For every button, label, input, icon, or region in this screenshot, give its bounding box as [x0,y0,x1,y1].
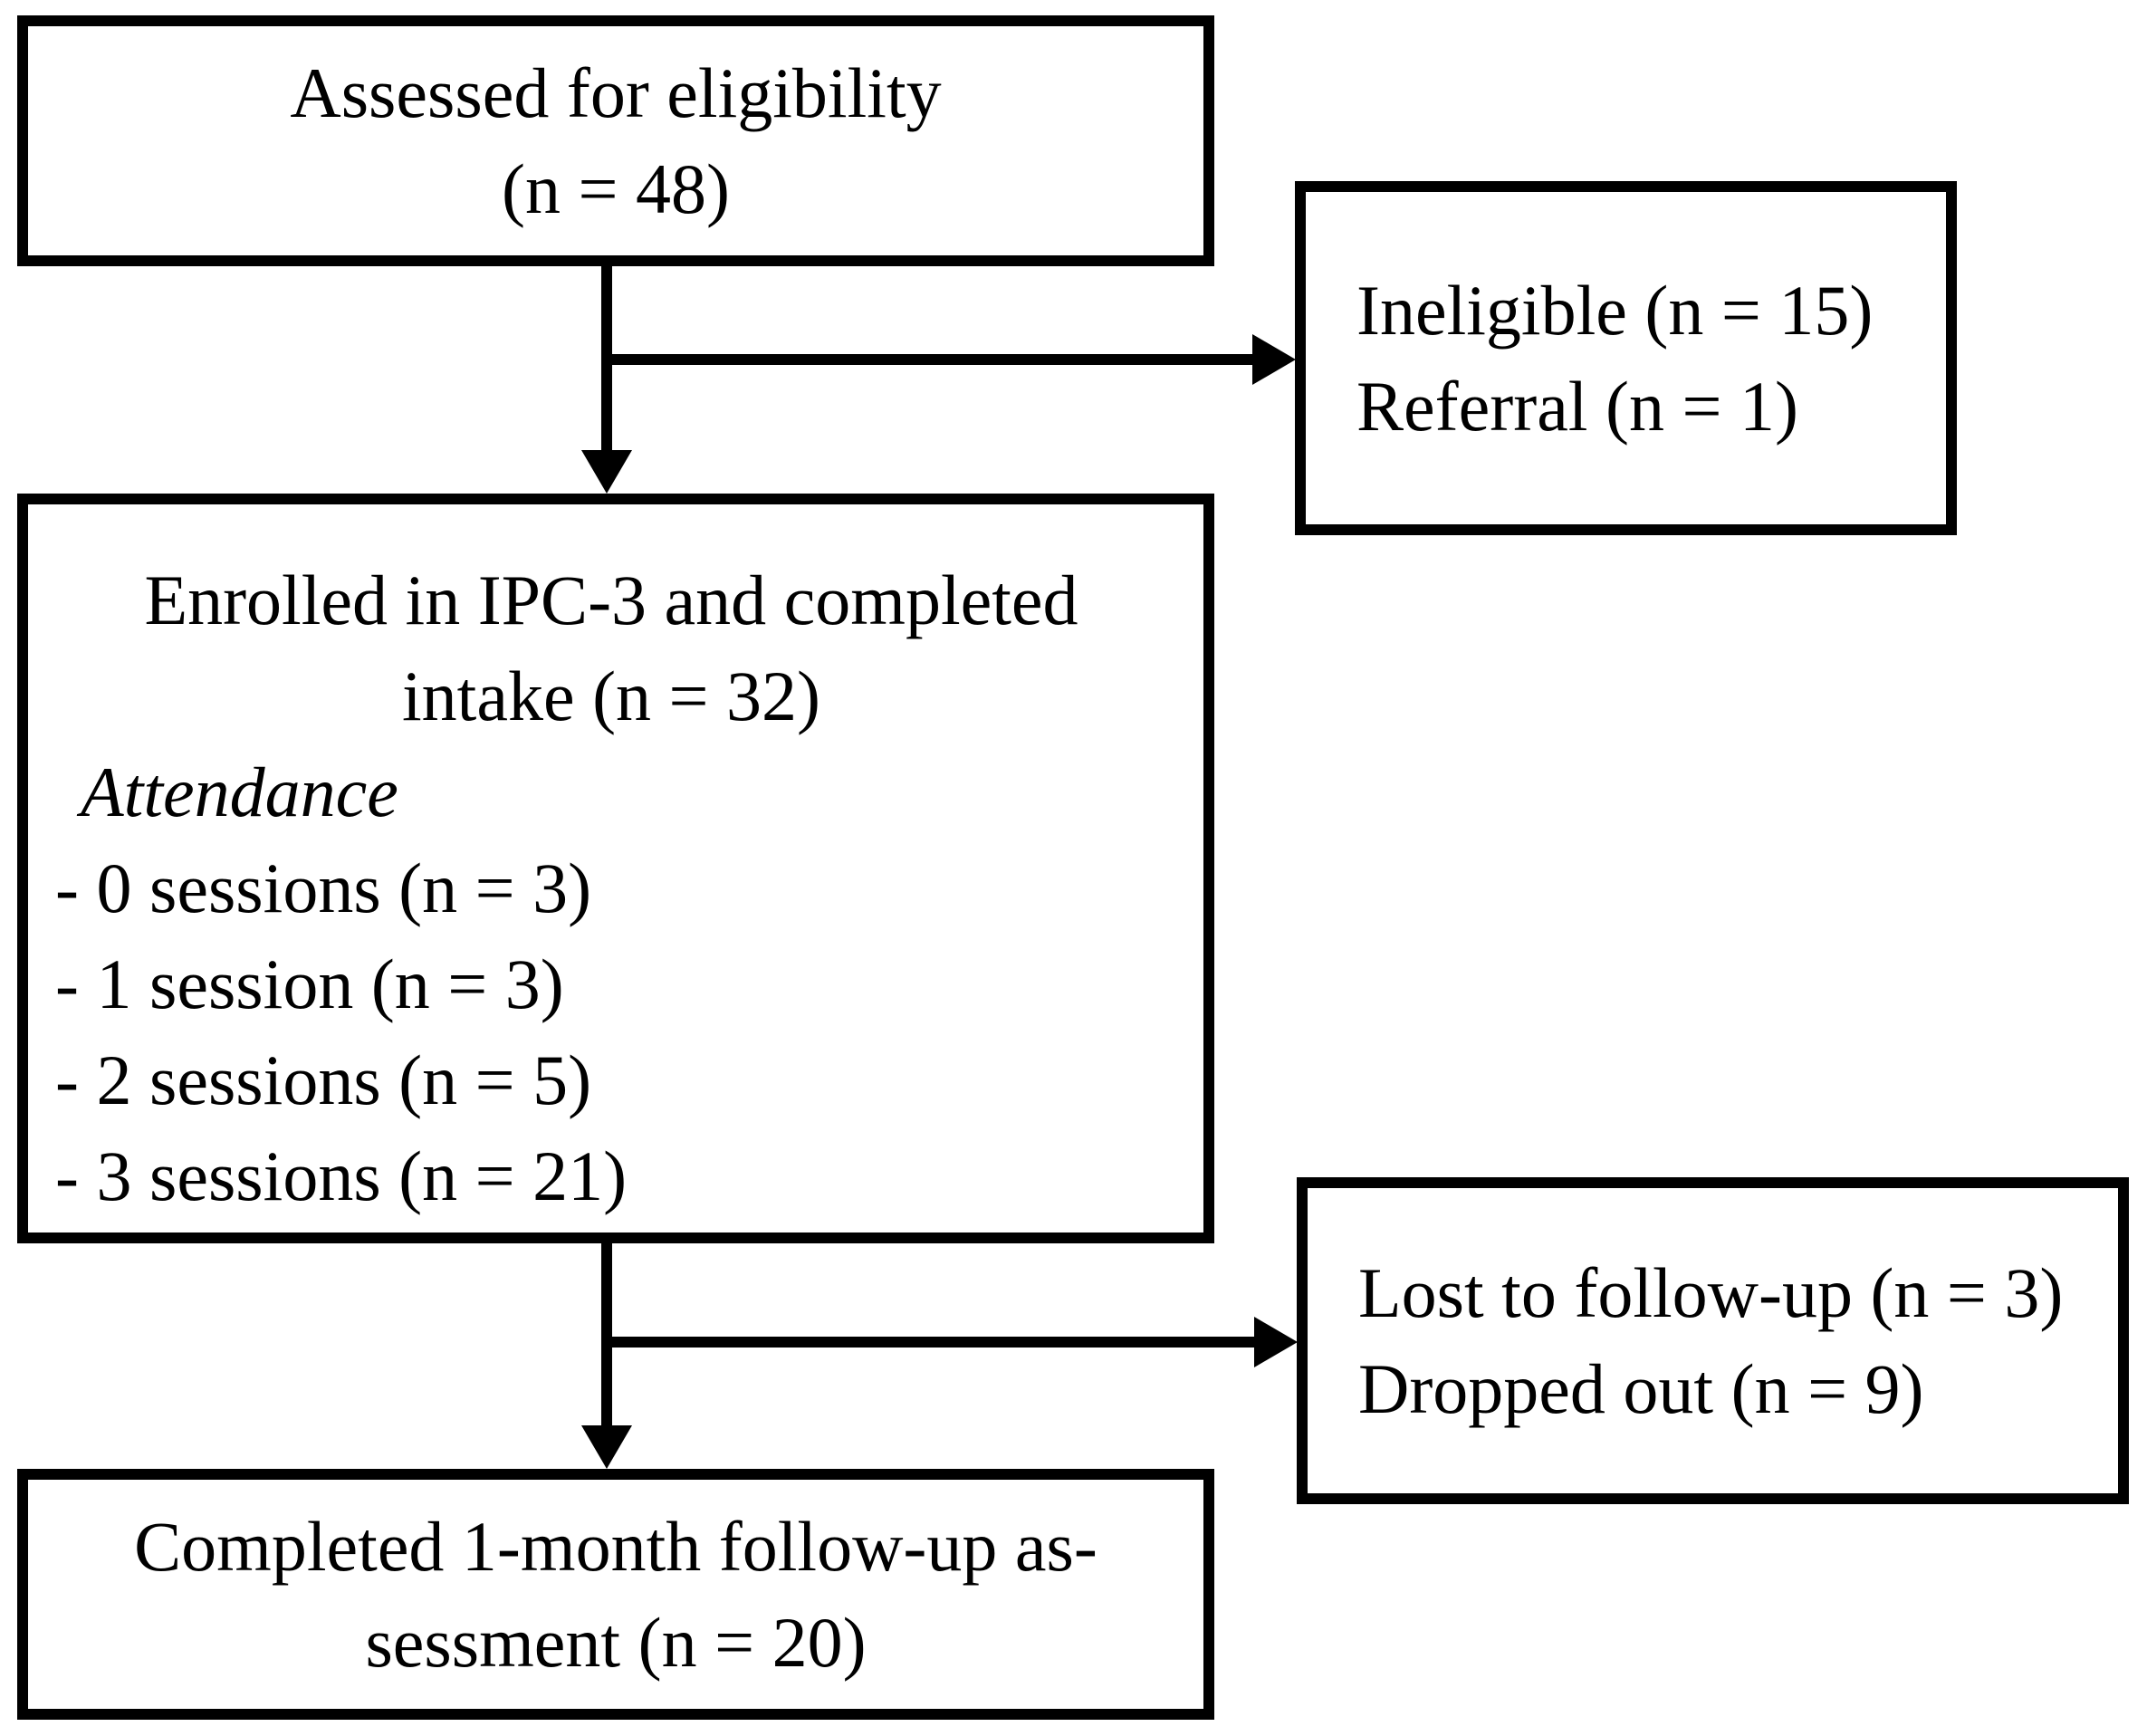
assessed-line-1: Assessed for eligibility [290,53,942,132]
lost-line: Lost to follow-up (n = 3) [1358,1252,2064,1332]
attendance-item-2-sessions: - 2 sessions (n = 5) [55,1041,592,1119]
box-assessed-eligibility: Assessed for eligibility (n = 48) [17,15,1214,266]
attendance-heading: Attendance [81,753,398,831]
attendance-item-0-sessions: - 0 sessions (n = 3) [55,849,592,927]
connector-enrolled-to-completed [601,1239,612,1431]
box-completed-followup: Completed 1-month follow-up as- sessment… [17,1469,1214,1720]
box-lost-dropped: Lost to follow-up (n = 3) Dropped out (n… [1297,1177,2129,1504]
arrowhead-down-icon [581,450,632,494]
referral-line: Referral (n = 1) [1356,366,1798,446]
attendance-item-1-session: - 1 session (n = 3) [55,945,564,1023]
completed-line-1: Completed 1-month follow-up as- [134,1506,1097,1586]
box-enrolled-intake: Enrolled in IPC-3 and completed intake (… [17,494,1214,1243]
connector-branch-to-lost [601,1337,1255,1348]
connector-branch-to-ineligible [601,354,1255,365]
dropped-line: Dropped out (n = 9) [1358,1348,1924,1428]
completed-line-2: sessment (n = 20) [365,1602,867,1682]
assessed-count: (n = 48) [502,149,730,228]
ineligible-line: Ineligible (n = 15) [1356,270,1874,350]
arrowhead-right-icon [1252,334,1296,385]
arrowhead-down-icon [581,1425,632,1469]
arrowhead-right-icon [1254,1317,1298,1367]
enrolled-line-2: intake (n = 32) [401,657,821,735]
enrolled-line-1: Enrolled in IPC-3 and completed [144,561,1078,639]
box-ineligible-referral: Ineligible (n = 15) Referral (n = 1) [1295,181,1957,535]
attendance-item-3-sessions: - 3 sessions (n = 21) [55,1137,628,1215]
